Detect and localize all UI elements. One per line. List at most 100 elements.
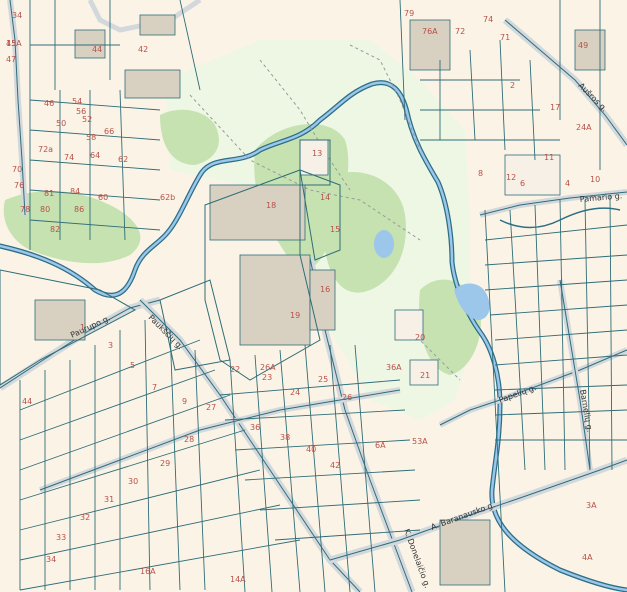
house-number-label: 6A — [375, 441, 386, 450]
house-number-label: 45 — [6, 39, 16, 48]
house-number-label: 20 — [415, 333, 425, 342]
house-number-label: 64 — [90, 151, 100, 160]
house-number-label: 31 — [104, 495, 114, 504]
house-number-label: 15 — [330, 225, 340, 234]
house-number-label: 8 — [478, 169, 483, 178]
house-number-label: 19 — [290, 311, 300, 320]
house-number-label: 5 — [130, 361, 135, 370]
building-large-4 — [439, 519, 491, 586]
house-number-label: 6 — [520, 179, 525, 188]
building-large-7 — [504, 154, 561, 196]
house-number-label: 62b — [160, 193, 175, 202]
house-number-label: 74 — [64, 153, 74, 162]
river-inner — [0, 81, 627, 592]
house-number-label: 7 — [152, 383, 157, 392]
road-baranausko-outline — [329, 459, 627, 561]
house-number-label: 81 — [44, 189, 54, 198]
house-number-label: 27 — [206, 403, 216, 412]
parcel-grid-west — [19, 319, 301, 591]
footpath-4 — [349, 44, 421, 151]
pond-1 — [374, 230, 394, 258]
house-number-label: 47 — [6, 55, 16, 64]
building-large-5 — [34, 299, 86, 341]
house-number-label: 54 — [72, 97, 82, 106]
house-number-label: 28 — [184, 435, 194, 444]
house-number-label: 44 — [92, 45, 102, 54]
house-number-label: 17 — [550, 103, 560, 112]
house-number-label: 10 — [590, 175, 600, 184]
house-number-label: 82 — [50, 225, 60, 234]
parcel-grid-east — [484, 194, 627, 592]
house-number-label: 13 — [312, 149, 322, 158]
building-large-3 — [124, 69, 181, 99]
house-number-label: 52 — [82, 115, 92, 124]
building-small-3 — [409, 19, 451, 71]
green-area-5 — [160, 109, 219, 165]
house-number-label: 56 — [76, 107, 86, 116]
house-number-label: 18 — [266, 201, 276, 210]
house-number-label: 36 — [250, 423, 260, 432]
house-number-label: 24A — [576, 123, 592, 132]
house-number-label: 46 — [44, 99, 54, 108]
house-number-label: 62 — [118, 155, 128, 164]
house-number-label: 84 — [70, 187, 80, 196]
building-small-7 — [409, 359, 439, 386]
road-pamario-outline — [479, 191, 627, 216]
house-number-label: 49 — [578, 41, 588, 50]
house-number-label: 32 — [80, 513, 90, 522]
parcel-large-blocks — [0, 139, 341, 386]
house-number-label: 33 — [56, 533, 66, 542]
house-number-label: 26A — [260, 363, 276, 372]
house-number-label: 12 — [506, 173, 516, 182]
house-number-label: 4 — [565, 179, 570, 188]
footpath-1 — [189, 94, 421, 241]
house-number-label: 34 — [46, 555, 56, 564]
house-number-label: 26 — [342, 393, 352, 402]
road-barneliu-outline — [559, 279, 591, 471]
house-number-label: 25 — [318, 375, 328, 384]
house-number-label: 58 — [86, 133, 96, 142]
parcel-grid-northwest — [29, 0, 201, 250]
parcel-grid-center — [219, 344, 421, 592]
house-number-label: 14 — [320, 193, 330, 202]
house-number-label: 44 — [22, 397, 32, 406]
house-number-label: 16 — [320, 285, 330, 294]
house-number-label: 74 — [483, 15, 493, 24]
house-number-label: 76A — [422, 27, 438, 36]
building-large-6 — [309, 269, 336, 331]
house-number-label: 4A — [582, 553, 593, 562]
buildings-layer — [34, 14, 606, 586]
parcel-grid-northeast — [399, 0, 601, 170]
house-number-label: 9 — [182, 397, 187, 406]
house-number-label: 40 — [306, 445, 316, 454]
house-number-label: 16A — [140, 567, 156, 576]
house-number-label: 23 — [262, 373, 272, 382]
house-number-label: 36A — [386, 363, 402, 372]
house-number-label: 42 — [330, 461, 340, 470]
house-number-label: 72 — [455, 27, 465, 36]
street-label: Pamario g. — [579, 191, 622, 204]
house-number-label: 38 — [280, 433, 290, 442]
house-number-label: 86 — [74, 205, 84, 214]
house-number-label: 53A — [412, 437, 428, 446]
house-number-label: 42 — [138, 45, 148, 54]
road-north-curve-outline — [9, 0, 26, 216]
house-number-label: 2 — [510, 81, 515, 90]
footpath-2 — [259, 59, 351, 191]
house-number-label: 72a — [38, 145, 53, 154]
house-number-label: 21 — [420, 371, 430, 380]
building-large-1 — [209, 184, 306, 241]
house-number-label: 30 — [128, 477, 138, 486]
road-north-top — [87, 0, 202, 33]
house-number-label: 78 — [20, 205, 30, 214]
road-paurupo-outline — [0, 299, 161, 389]
road-cross-west-outline — [39, 389, 401, 491]
building-small-2 — [74, 29, 106, 59]
building-small-1 — [139, 14, 176, 36]
house-number-label: 71 — [500, 33, 510, 42]
